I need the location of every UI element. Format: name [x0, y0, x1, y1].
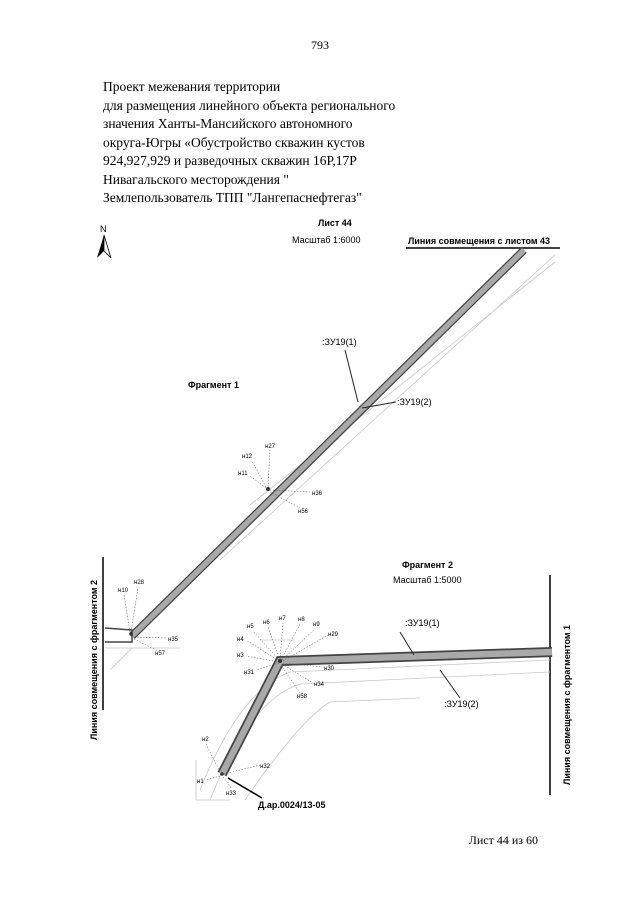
- title-line: Проект межевания территории: [103, 79, 281, 94]
- point-label: н27: [265, 444, 276, 450]
- north-label: N: [100, 224, 107, 234]
- point-label: н6: [263, 620, 270, 626]
- title-line: значения Ханты-Мансийского автономного: [103, 116, 353, 131]
- parcel-leader: [399, 631, 415, 656]
- survey-point: [266, 487, 270, 491]
- road-edge-line: [244, 697, 421, 801]
- point-label: н30: [324, 666, 335, 672]
- title-line: для размещения линейного объекта региона…: [103, 97, 396, 113]
- parcel-label-1: :ЗУ19(1): [322, 337, 357, 347]
- road-edge-line: [249, 261, 556, 506]
- match-line-fragment-2-label: Линия совмещения с фрагментом 2: [89, 580, 99, 740]
- point-label: н11: [238, 471, 248, 477]
- point-leaders-fragment-2: [205, 622, 329, 790]
- fragment-1-title: Фрагмент 1: [188, 380, 239, 390]
- point-label: н3: [237, 653, 244, 659]
- point-label: н7: [279, 616, 286, 622]
- point-label: н12: [242, 454, 253, 460]
- road-edge-line: [109, 647, 133, 671]
- parcel-strip: [217, 647, 553, 777]
- point-labels-fragment-1: н27 н12 н11 н36 н56 н28 н10 н35 н57: [118, 444, 323, 657]
- dar-leader: [227, 777, 263, 799]
- point-label: н33: [226, 791, 237, 797]
- parcel-strip-end: [104, 627, 133, 643]
- title-line: округа-Югры «Обустройство скважин кустов: [103, 134, 365, 150]
- match-line-43-label: Линия совмещения с листом 43: [408, 236, 550, 246]
- survey-point: [278, 659, 282, 663]
- survey-point: [220, 772, 224, 776]
- fragment-1: Фрагмент 1 :ЗУ19(1) :ЗУ19(2) н27 н12 н11…: [104, 247, 556, 671]
- parcel-label-1: :ЗУ19(1): [405, 618, 440, 628]
- point-label: н57: [155, 651, 166, 657]
- page-footer: Лист 44 из 60: [468, 833, 538, 847]
- point-leaders-fragment-1: [123, 449, 311, 652]
- dar-label: Д.ар.0024/13-05: [258, 800, 325, 810]
- parcel-leader: [344, 349, 359, 403]
- parcel-leader: [439, 669, 461, 699]
- sheet-scale: Масштаб 1:6000: [292, 235, 361, 245]
- point-label: н31: [244, 670, 255, 676]
- parcel-strip-fill: [130, 248, 526, 638]
- title-line: Землепользователь ТПП "Лангепаснефтегаз": [103, 190, 362, 205]
- point-label: н5: [247, 624, 254, 630]
- sheet-title: Лист 44: [318, 218, 352, 228]
- match-line-fragment-1-label: Линия совмещения с фрагментом 1: [562, 625, 572, 785]
- north-arrow-icon: N: [97, 224, 112, 259]
- parcel-leader: [361, 401, 397, 409]
- fragment-2-scale: Масштаб 1:5000: [393, 575, 462, 585]
- fragment-2-title: Фрагмент 2: [402, 560, 453, 570]
- point-label: н56: [298, 509, 309, 515]
- road-edge-line: [199, 659, 551, 791]
- document-title: Проект межевания территории для размещен…: [103, 78, 395, 208]
- point-label: н36: [312, 491, 323, 497]
- point-label: н34: [314, 682, 325, 688]
- title-line: 924,927,929 и разведочных скважин 16Р,17…: [103, 153, 357, 168]
- parcel-label-2: :ЗУ19(2): [444, 699, 479, 709]
- point-label: н35: [168, 637, 179, 643]
- road-edge-line: [219, 254, 556, 561]
- survey-point: [129, 632, 133, 636]
- point-label: н9: [313, 622, 320, 628]
- point-label: н1: [197, 779, 204, 785]
- point-label: н28: [134, 580, 145, 586]
- point-label: н32: [260, 764, 271, 770]
- page-number: 793: [311, 38, 329, 52]
- point-labels-fragment-2: н6 н7 н8 н5 н9 н4 н29 н3 н30 н31 н34 н58…: [197, 616, 339, 797]
- point-label: н2: [202, 737, 209, 743]
- parcel-label-2: :ЗУ19(2): [397, 397, 432, 407]
- point-label: н8: [298, 617, 305, 623]
- road-edge-line: [195, 760, 230, 801]
- title-line: Нивагальского месторождения ": [103, 171, 289, 187]
- point-label: н10: [118, 588, 129, 594]
- point-label: н58: [297, 694, 308, 700]
- point-label: н4: [237, 637, 244, 643]
- fragment-2: Фрагмент 2 Масштаб 1:5000 :ЗУ19(1) :ЗУ19…: [195, 560, 553, 810]
- point-label: н29: [328, 632, 339, 638]
